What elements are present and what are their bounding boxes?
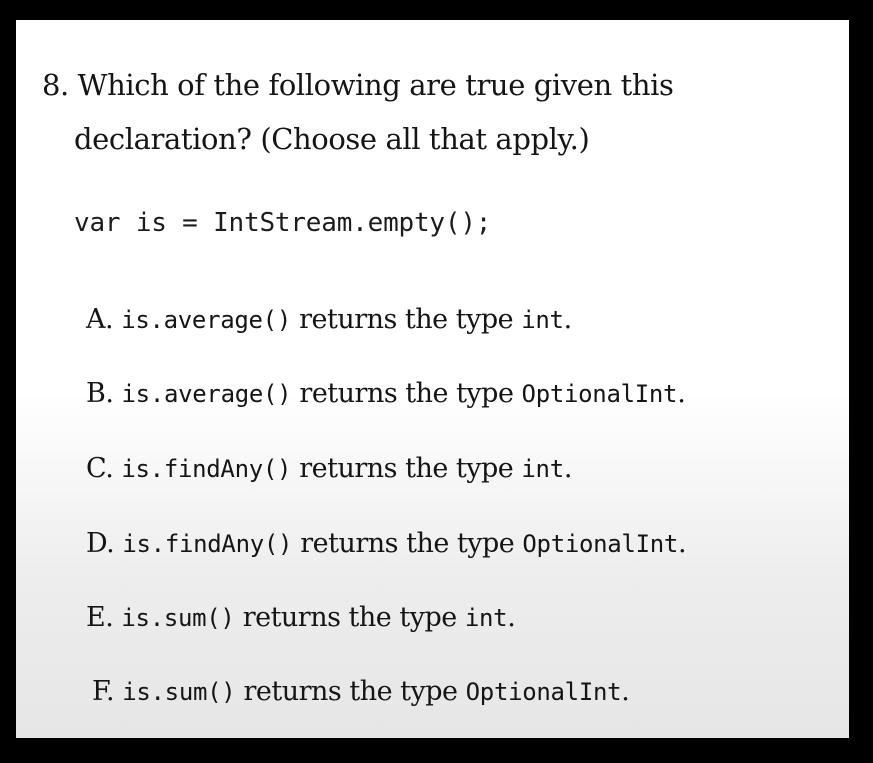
code-declaration: var is = IntStream.empty();	[74, 208, 492, 238]
option-text: returns the type	[299, 378, 514, 409]
question-text: 8. Which of the following are true given…	[42, 58, 832, 166]
option-type: OptionalInt	[522, 530, 679, 558]
option-type: OptionalInt	[465, 678, 622, 706]
option-d: D. is.findAny() returns the type Optiona…	[86, 528, 687, 559]
option-method-call: is.sum()	[122, 678, 236, 706]
option-label: C.	[86, 453, 114, 484]
question-line-1: 8. Which of the following are true given…	[42, 68, 674, 102]
option-period: .	[621, 676, 630, 707]
option-period: .	[507, 602, 516, 633]
option-text: returns the type	[242, 602, 458, 633]
option-period: .	[563, 453, 573, 484]
option-c: C. is.findAny() returns the type int.	[86, 453, 572, 484]
option-method-call: is.findAny()	[121, 455, 292, 483]
option-e: E. is.sum() returns the type int.	[86, 602, 516, 633]
option-method-call: is.sum()	[121, 604, 235, 632]
option-type: OptionalInt	[521, 380, 678, 408]
option-period: .	[563, 304, 573, 335]
option-a: A. is.average() returns the type int.	[86, 304, 572, 335]
option-label: A.	[86, 304, 114, 335]
page-frame: 8. Which of the following are true given…	[16, 20, 849, 738]
option-label: E.	[86, 602, 114, 633]
option-text: returns the type	[299, 453, 514, 484]
option-f: F. is.sum() returns the type OptionalInt…	[92, 676, 630, 707]
option-method-call: is.findAny()	[122, 530, 293, 558]
option-text: returns the type	[243, 676, 459, 707]
option-method-call: is.average()	[121, 306, 291, 334]
option-label: D.	[86, 528, 115, 559]
question-line-2: declaration? (Choose all that apply.)	[74, 122, 590, 156]
option-b: B. is.average() returns the type Optiona…	[86, 378, 686, 409]
option-type: int	[521, 306, 564, 334]
option-method-call: is.average()	[121, 380, 292, 408]
option-type: int	[464, 604, 508, 632]
option-period: .	[677, 378, 686, 409]
option-text: returns the type	[299, 304, 514, 335]
option-period: .	[678, 528, 687, 559]
option-label: B.	[86, 378, 114, 409]
option-text: returns the type	[300, 528, 515, 559]
option-type: int	[521, 455, 564, 483]
option-label: F.	[92, 676, 115, 707]
